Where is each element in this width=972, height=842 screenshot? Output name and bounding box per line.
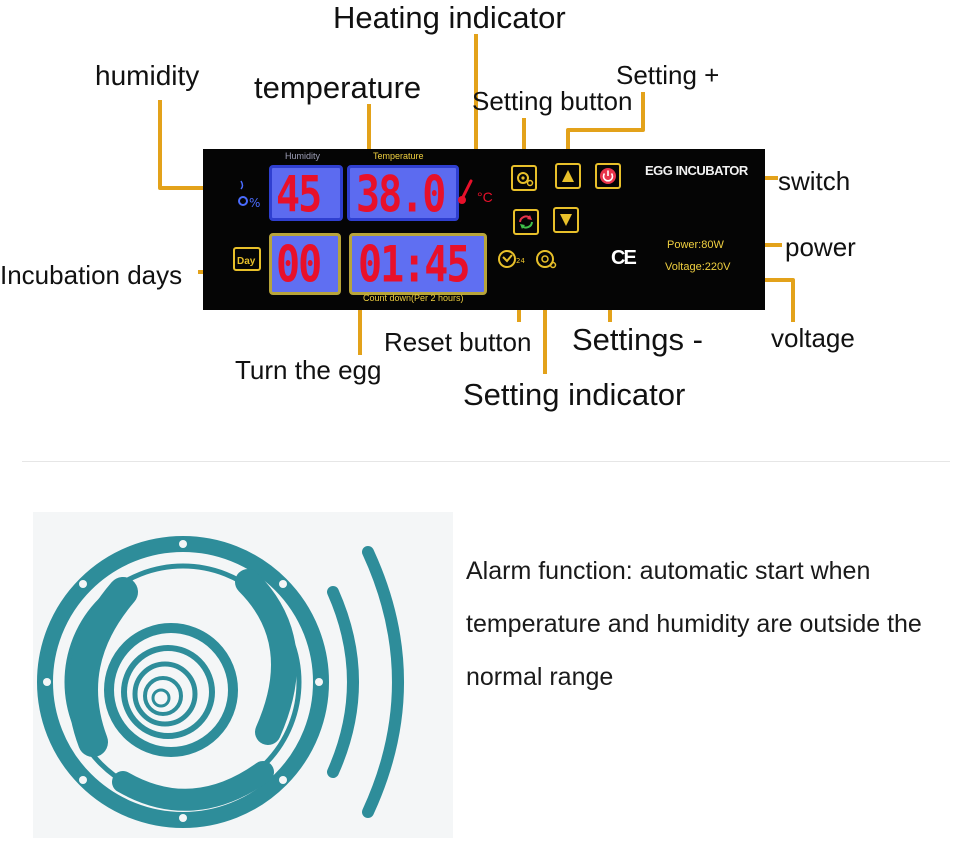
- setting-plus-label: Setting +: [616, 60, 720, 90]
- temperature-value: 38.0: [356, 166, 446, 224]
- alarm-description: Alarm function: automatic start when tem…: [466, 557, 922, 691]
- temperature-display: 38.0: [347, 165, 459, 221]
- incubator-control-panel: % Humidity 45 Temperature 38.0 °C: [203, 149, 765, 310]
- power-icon: [600, 168, 616, 184]
- settings-minus-label: Settings -: [572, 322, 703, 357]
- setting-button-label: Setting button: [472, 86, 633, 116]
- humidity-display: 45: [269, 165, 343, 221]
- section-divider: [22, 461, 950, 462]
- day-icon-label: Day: [237, 256, 256, 267]
- temperature-caption: Temperature: [373, 151, 424, 161]
- power-spec: Power:80W: [667, 239, 724, 251]
- turn-the-egg-label: Turn the egg: [235, 355, 382, 385]
- setting-button[interactable]: [511, 165, 537, 191]
- humidity-caption: Humidity: [285, 151, 321, 161]
- setting-indicator-label: Setting indicator: [463, 377, 686, 412]
- setting-minus-button[interactable]: [553, 207, 579, 233]
- reset-button-label: Reset button: [384, 327, 532, 357]
- setting-indicator-icon: [536, 250, 557, 269]
- humidity-label: humidity: [95, 60, 200, 91]
- temperature-label: temperature: [254, 70, 422, 105]
- day-calendar-icon: Day: [233, 247, 261, 271]
- incubation-days-label: Incubation days: [0, 260, 183, 290]
- humidity-value: 45: [276, 166, 322, 224]
- reset-icon: [519, 215, 533, 229]
- incubation-days-value: 00: [276, 236, 322, 294]
- countdown-value: 01:45: [358, 236, 470, 294]
- power-switch-button[interactable]: [595, 163, 621, 189]
- countdown-display: 01:45: [349, 233, 487, 295]
- up-arrow-icon: [562, 170, 574, 182]
- speaker-icon: [37, 536, 404, 828]
- egg-turn-icon: 24: [498, 250, 525, 268]
- heating-indicator-label: Heating indicator: [333, 0, 566, 35]
- power-label: power: [785, 232, 856, 262]
- voltage-spec: Voltage:220V: [665, 261, 731, 273]
- switch-label: switch: [778, 166, 851, 196]
- settings-gear-icon: [517, 172, 534, 187]
- incubation-days-display: 00: [269, 233, 341, 295]
- voltage-label: voltage: [771, 323, 855, 353]
- thermometer-icon: [458, 179, 473, 204]
- celsius-mark: °C: [477, 189, 493, 205]
- ce-mark: CE: [611, 247, 637, 269]
- reset-button[interactable]: [513, 209, 539, 235]
- down-arrow-icon: [560, 214, 572, 226]
- setting-plus-button[interactable]: [555, 163, 581, 189]
- svg-text:%: %: [249, 196, 260, 210]
- panel-title: EGG INCUBATOR: [645, 163, 748, 178]
- svg-text:24: 24: [516, 257, 525, 265]
- countdown-caption: Count down(Per 2 hours): [363, 293, 464, 303]
- humidity-drop-icon: %: [238, 180, 260, 210]
